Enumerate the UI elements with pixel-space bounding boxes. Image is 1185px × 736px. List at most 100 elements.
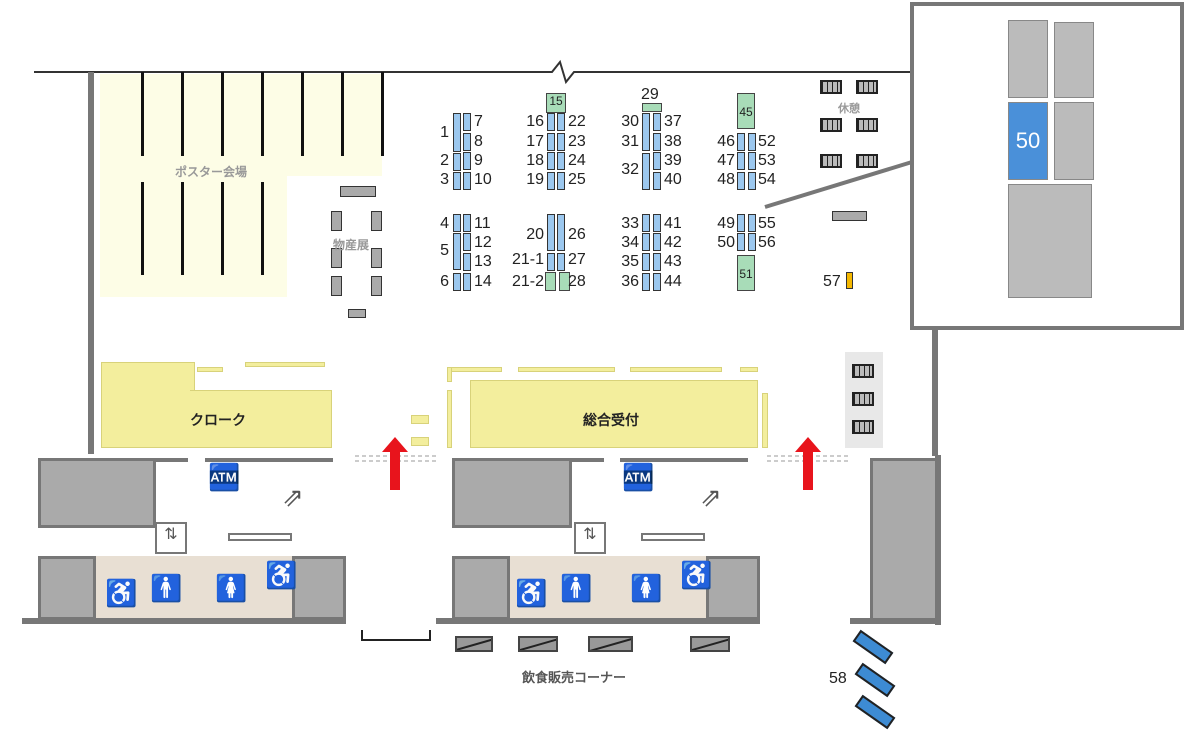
special-booth: [545, 272, 556, 291]
men-toilet-icon: 🚹: [150, 573, 183, 603]
booth-label: 21-1: [511, 251, 544, 268]
food-stall: [455, 636, 493, 652]
bench: [852, 364, 874, 378]
poster-board: [261, 72, 264, 156]
booth-label: 30: [621, 113, 639, 130]
bench: [820, 80, 842, 94]
booth-label: 3: [440, 171, 449, 188]
special-booth: [559, 272, 570, 291]
poster-board: [141, 182, 144, 275]
booth: [547, 214, 555, 251]
poster-board: [301, 72, 304, 156]
booth-label: 6: [440, 273, 449, 290]
booth-label: 43: [664, 253, 682, 270]
restroom-area: [96, 556, 292, 620]
bench: [856, 154, 878, 168]
table: [348, 309, 366, 318]
wall: [850, 618, 940, 624]
entrance-arrow-icon: [382, 437, 408, 490]
booth: [463, 152, 471, 170]
booth-label: 16: [526, 113, 544, 130]
booth: [748, 172, 756, 190]
special-booth: [642, 103, 662, 112]
booth-label: 35: [621, 253, 639, 270]
counter: [447, 390, 452, 448]
booth-45[interactable]: 45: [737, 93, 755, 129]
building-block: [452, 458, 572, 528]
booth-15[interactable]: 15: [546, 93, 566, 113]
escalator-icon: ⇗: [700, 482, 722, 512]
wheelchair-icon: ♿: [680, 560, 713, 590]
booth-label: 34: [621, 234, 639, 251]
wheelchair-icon: ♿: [105, 578, 138, 608]
wall: [620, 458, 748, 462]
counter: [762, 393, 768, 448]
booth: [653, 113, 661, 131]
booth: [453, 233, 461, 270]
booth-label: 26: [568, 226, 586, 243]
map-shape: [1054, 102, 1094, 180]
booth: [557, 253, 565, 271]
booth: [748, 214, 756, 232]
booth-label: 33: [621, 215, 639, 232]
booth-label: 49: [717, 215, 735, 232]
booth: [737, 172, 745, 190]
booth-label: 9: [474, 152, 483, 169]
booth-label: 4: [440, 215, 449, 232]
poster-board: [181, 182, 184, 275]
booth: [557, 214, 565, 251]
booth: [463, 253, 471, 271]
map-shape: [382, 437, 408, 490]
booth-label: 1: [440, 124, 449, 141]
table: [832, 211, 867, 221]
booth: [653, 273, 661, 291]
booth-label: 27: [568, 251, 586, 268]
poster-area: [100, 74, 382, 176]
poster-board: [341, 72, 344, 156]
booth: [453, 214, 461, 232]
booth: [557, 113, 565, 131]
building-block: [38, 458, 156, 528]
booth-label: 44: [664, 273, 682, 290]
booth-57[interactable]: [846, 272, 853, 289]
booth-label: 5: [440, 242, 449, 259]
women-toilet-icon: 🚺: [215, 573, 248, 603]
booth-label: 19: [526, 171, 544, 188]
highlighted-booth-50[interactable]: 50: [1008, 102, 1048, 180]
booth-label: 38: [664, 133, 682, 150]
booth-label: 57: [823, 273, 841, 290]
poster-board: [181, 72, 184, 156]
booth-51[interactable]: 51: [737, 255, 755, 291]
booth-label: 8: [474, 133, 483, 150]
vending-machine-icon: 🏧: [208, 462, 241, 492]
booth: [653, 172, 661, 190]
map-shape: [1008, 184, 1092, 298]
booth: [547, 253, 555, 271]
counter: [190, 390, 332, 448]
counter: [411, 415, 429, 424]
booth-label: 24: [568, 152, 586, 169]
bench: [852, 420, 874, 434]
counter: [518, 367, 615, 372]
wall: [935, 455, 941, 625]
entrance-arrow-icon: [795, 437, 821, 490]
booth: [547, 133, 555, 151]
booth-label: 21-2: [511, 273, 544, 290]
rest-area-label: 休憩: [838, 103, 860, 115]
booth-label: 39: [664, 152, 682, 169]
men-toilet-icon: 🚹: [560, 573, 593, 603]
booth-label: 52: [758, 133, 776, 150]
booth-label: 20: [526, 226, 544, 243]
booth: [737, 133, 745, 151]
building-block: [292, 556, 346, 620]
booth-label: 13: [474, 253, 492, 270]
table: [331, 276, 342, 296]
poster-board: [261, 182, 264, 275]
booth-label: 55: [758, 215, 776, 232]
booth: [748, 133, 756, 151]
booth: [748, 233, 756, 251]
wall: [205, 458, 333, 462]
reception-label: 総合受付: [583, 412, 639, 428]
booth: [547, 113, 555, 131]
wall: [572, 458, 604, 462]
